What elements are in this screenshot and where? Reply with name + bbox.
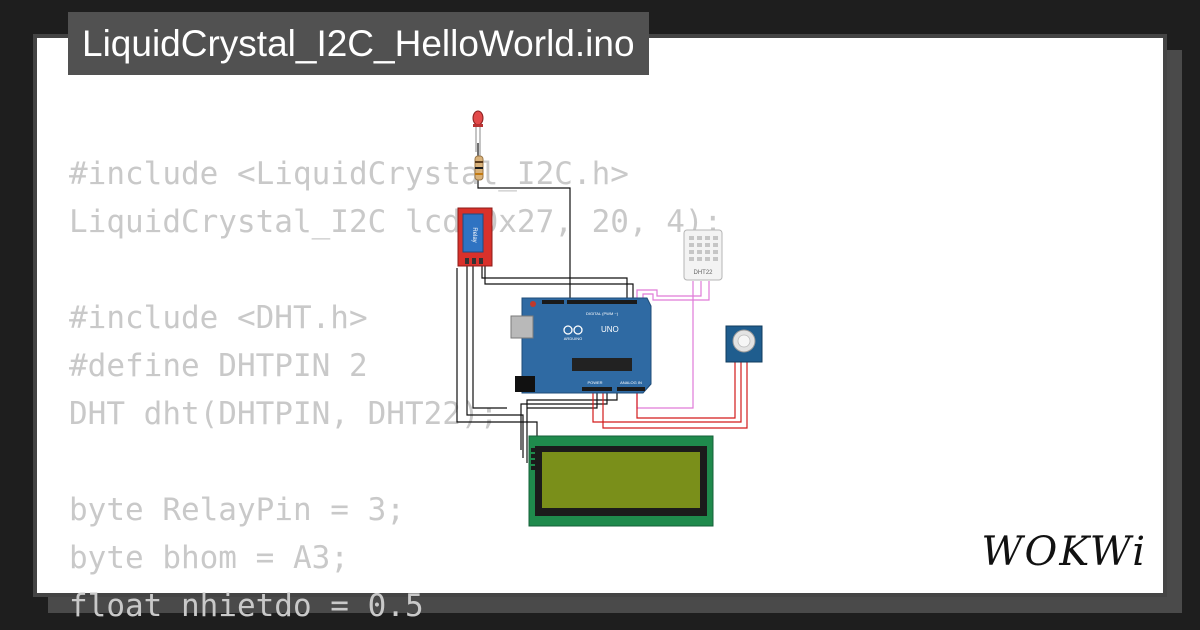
- potentiometer-module[interactable]: [725, 325, 763, 363]
- wire-dht-data: [636, 281, 702, 302]
- wire-relay-signal: [481, 266, 628, 302]
- project-title: LiquidCrystal_I2C_HelloWorld.ino: [68, 12, 649, 75]
- analog-label: ANALOG IN: [620, 380, 642, 385]
- board-brand: ARDUINO: [564, 336, 582, 341]
- dht-body: [683, 229, 723, 281]
- power-header: [582, 387, 612, 391]
- wire-lcd-sda: [527, 393, 598, 409]
- code-line: DHT dht(DHTPIN, DHT22);: [69, 396, 499, 432]
- wire-pot-signal: [602, 360, 748, 429]
- digital-header: [567, 300, 637, 304]
- code-line: #include <LiquidCrystal_I2C.h>: [69, 156, 629, 192]
- reset-button: [530, 301, 536, 307]
- wire-relay-signal-2: [484, 266, 634, 302]
- code-line: byte bhom = A3;: [69, 540, 349, 576]
- code-line: #include <DHT.h>: [69, 300, 368, 336]
- lcd-2004-display[interactable]: [528, 435, 714, 527]
- relay-pin: [479, 258, 483, 264]
- arduino-logo: [563, 325, 583, 335]
- board-label: UNO: [601, 325, 619, 334]
- wire-relay-vcc: [466, 266, 524, 458]
- code-line: #define DHTPIN 2: [69, 348, 368, 384]
- relay-module[interactable]: Relay: [457, 207, 493, 267]
- circuit-diagram: Relay DHT22: [456, 110, 763, 527]
- dht-label: DHT22: [693, 270, 713, 276]
- wire-lcd-vcc: [526, 393, 618, 463]
- wire-pot-gnd: [636, 360, 736, 419]
- power-jack: [515, 376, 535, 392]
- lcd-i2c-pins: [531, 448, 535, 470]
- atmega-chip: [572, 358, 632, 371]
- black-wires: [456, 143, 634, 463]
- digital-header-left: [542, 300, 564, 304]
- relay-pin: [472, 258, 476, 264]
- led-base: [473, 124, 483, 127]
- led-component[interactable]: [472, 110, 484, 156]
- relay-label: Relay: [471, 227, 477, 242]
- resistor-component[interactable]: [474, 155, 484, 181]
- code-line: float nhietdo = 0.5: [69, 588, 424, 624]
- dht22-sensor[interactable]: DHT22: [683, 229, 723, 281]
- code-line: byte RelayPin = 3;: [69, 492, 405, 528]
- wire-lcd-scl: [520, 393, 608, 450]
- usb-port: [510, 315, 534, 339]
- resistor-band: [475, 173, 483, 175]
- wire-dht-vcc: [642, 281, 710, 302]
- wokwi-logo: WOKWi: [981, 529, 1147, 575]
- dht-grille: [689, 236, 718, 261]
- digital-label: DIGITAL (PWM ~): [586, 311, 619, 316]
- project-preview-card[interactable]: #include <LiquidCrystal_I2C.h>LiquidCrys…: [33, 34, 1167, 624]
- led-body: [472, 110, 484, 126]
- relay-pin: [465, 258, 469, 264]
- power-label: POWER: [587, 380, 602, 385]
- analog-header: [617, 387, 645, 391]
- wire-pot-vcc: [592, 360, 742, 423]
- resistor-band: [475, 167, 483, 169]
- arduino-uno-board[interactable]: DIGITAL (PWM ~) UNO ARDUINO POWER ANALOG…: [510, 297, 652, 394]
- relay-block: [462, 213, 484, 253]
- red-wires: [592, 360, 748, 429]
- wire-relay-gnd: [472, 266, 507, 409]
- lcd-screen: [542, 452, 700, 508]
- resistor-band: [475, 161, 483, 163]
- pot-knob-center: [737, 334, 751, 348]
